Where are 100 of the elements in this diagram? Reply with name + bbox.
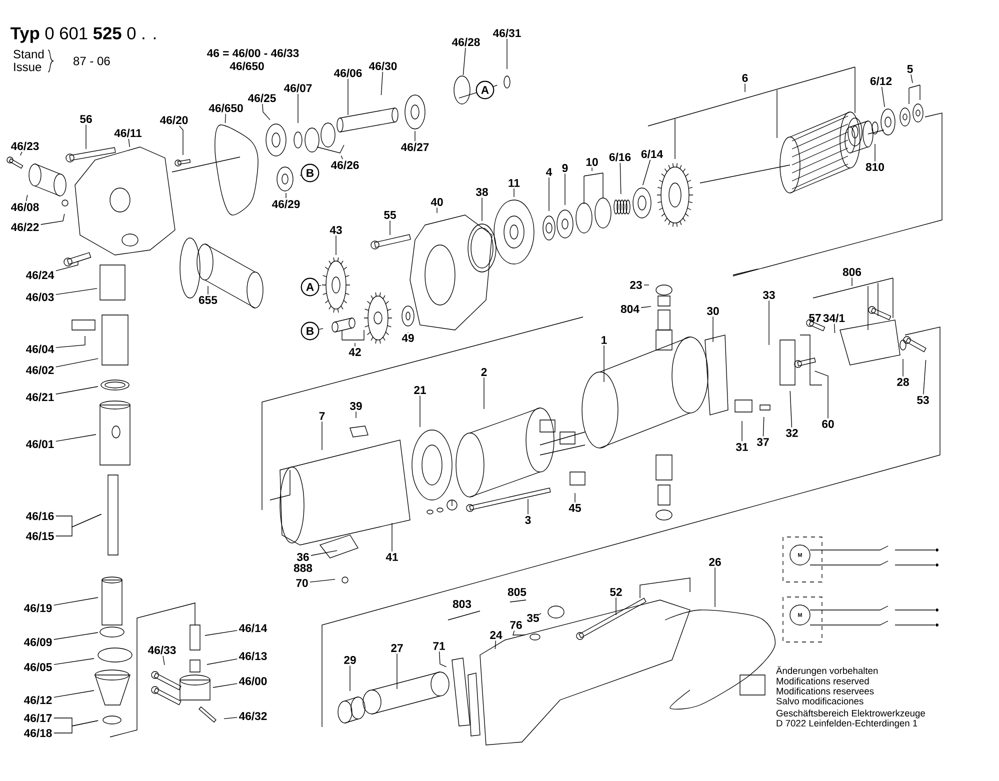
callout-number: 40 xyxy=(430,198,443,206)
leader-line xyxy=(814,370,828,419)
leader-line xyxy=(640,306,652,308)
callout-number: 46/05 xyxy=(24,662,52,672)
leader-line xyxy=(162,656,165,666)
callout-number: 6 xyxy=(742,74,748,82)
callout-number: 46/02 xyxy=(26,366,54,374)
leader-line xyxy=(462,48,466,76)
callout-number: 46/21 xyxy=(26,392,54,402)
callout-number: 42 xyxy=(348,348,361,356)
leader-line xyxy=(506,38,508,70)
callout-number: 888 xyxy=(294,564,312,572)
leader-line xyxy=(908,74,920,104)
callout-number: 7 xyxy=(319,412,325,420)
callout-number: 45 xyxy=(568,504,581,512)
callout-number: 46/13 xyxy=(239,652,267,660)
leader-line xyxy=(342,330,364,347)
callout-number: 46/18 xyxy=(24,728,52,738)
callout-number: 46/19 xyxy=(24,604,52,612)
callout-number: 46/25 xyxy=(248,94,276,102)
note-text: D 7022 Leinfelden-Echterdingen 1 xyxy=(776,720,918,728)
leader-line xyxy=(56,288,98,295)
callout-number: 46/27 xyxy=(401,142,429,152)
leader-line xyxy=(812,277,894,330)
callout-number: 46/26 xyxy=(331,160,359,170)
note-text: Geschäftsbereich Elektrowerkzeuge xyxy=(776,710,925,718)
callout-number: 33 xyxy=(762,290,775,300)
callout-number: 27 xyxy=(391,644,403,652)
callout-number: 46/06 xyxy=(334,68,362,78)
leader-line xyxy=(923,360,926,395)
callout-number: 6/16 xyxy=(609,152,631,162)
leader-line xyxy=(128,138,130,148)
leader-line xyxy=(212,683,238,688)
leader-line xyxy=(310,550,338,556)
leader-line xyxy=(224,717,238,720)
callout-number: 24 xyxy=(490,631,502,639)
callout-number: 46/07 xyxy=(284,84,312,92)
callout-number: 3 xyxy=(525,516,531,524)
leader-line xyxy=(584,167,604,204)
leader-line xyxy=(644,284,650,286)
leader-line xyxy=(206,658,238,665)
callout-number: 46/12 xyxy=(24,696,52,704)
callout-number: 46/00 xyxy=(239,676,267,686)
header-text: Stand xyxy=(14,50,44,58)
leader-line xyxy=(494,640,496,650)
leader-line xyxy=(26,194,28,202)
leader-line xyxy=(204,630,238,636)
callout-number: 53 xyxy=(917,396,929,404)
leader-line xyxy=(574,492,576,503)
callout-number: 810 xyxy=(866,163,884,171)
leader-line xyxy=(458,92,477,98)
callout-number: 57 xyxy=(809,314,821,322)
leader-line xyxy=(20,152,22,156)
leader-line xyxy=(54,690,94,698)
callout-number: 46/15 xyxy=(26,532,54,540)
leader-line xyxy=(318,328,324,330)
callout-number: 46/17 xyxy=(24,714,52,722)
callout-number: 71 xyxy=(433,642,445,650)
leader-line xyxy=(310,578,336,582)
callout-number: 46/04 xyxy=(26,344,54,354)
callout-number: 4 xyxy=(546,168,552,176)
callout-number: 11 xyxy=(508,179,520,187)
callout-number: 46/14 xyxy=(239,624,268,632)
callout-number: 655 xyxy=(198,296,218,304)
callout-number: 55 xyxy=(384,211,396,219)
callout-number: 46/03 xyxy=(26,292,54,302)
callout-number: 46/32 xyxy=(239,712,267,720)
callout-number: 804 xyxy=(620,305,640,313)
leader-line xyxy=(448,609,480,620)
leader-line xyxy=(648,66,856,160)
callout-number: 37 xyxy=(756,438,769,446)
note-text: Modifications reserved xyxy=(776,678,869,684)
leader-line xyxy=(564,173,566,206)
callout-number: 29 xyxy=(344,656,356,664)
callout-number: 21 xyxy=(414,386,426,394)
leader-line xyxy=(56,434,96,442)
callout-number: 46/01 xyxy=(26,440,54,448)
callout-number: 46/22 xyxy=(11,222,39,232)
callout-number: 31 xyxy=(736,442,748,452)
leader-line xyxy=(510,597,526,602)
leader-line xyxy=(834,324,836,334)
callout-number: 32 xyxy=(786,428,798,438)
callout-number: 36 xyxy=(296,552,309,562)
leader-line xyxy=(512,630,526,636)
callout-number: 46/31 xyxy=(493,28,521,38)
callout-number: 46/16 xyxy=(26,512,54,520)
title: Typ 0 601 525 0 . . xyxy=(10,27,156,43)
callout-number: 5 xyxy=(907,65,913,73)
callout-number: 46/30 xyxy=(369,62,397,70)
leader-line xyxy=(762,416,764,437)
callout-number: 49 xyxy=(402,334,414,342)
callout-number: 26 xyxy=(709,558,721,566)
callout-number: 6/12 xyxy=(870,76,892,86)
leader-line xyxy=(548,177,550,212)
callout-number: 46/08 xyxy=(11,202,39,212)
leader-line xyxy=(537,613,542,616)
leader-line xyxy=(316,144,344,160)
callout-number: 46/09 xyxy=(24,638,52,646)
header-text: Issue xyxy=(14,62,42,72)
leader-line xyxy=(262,104,270,120)
